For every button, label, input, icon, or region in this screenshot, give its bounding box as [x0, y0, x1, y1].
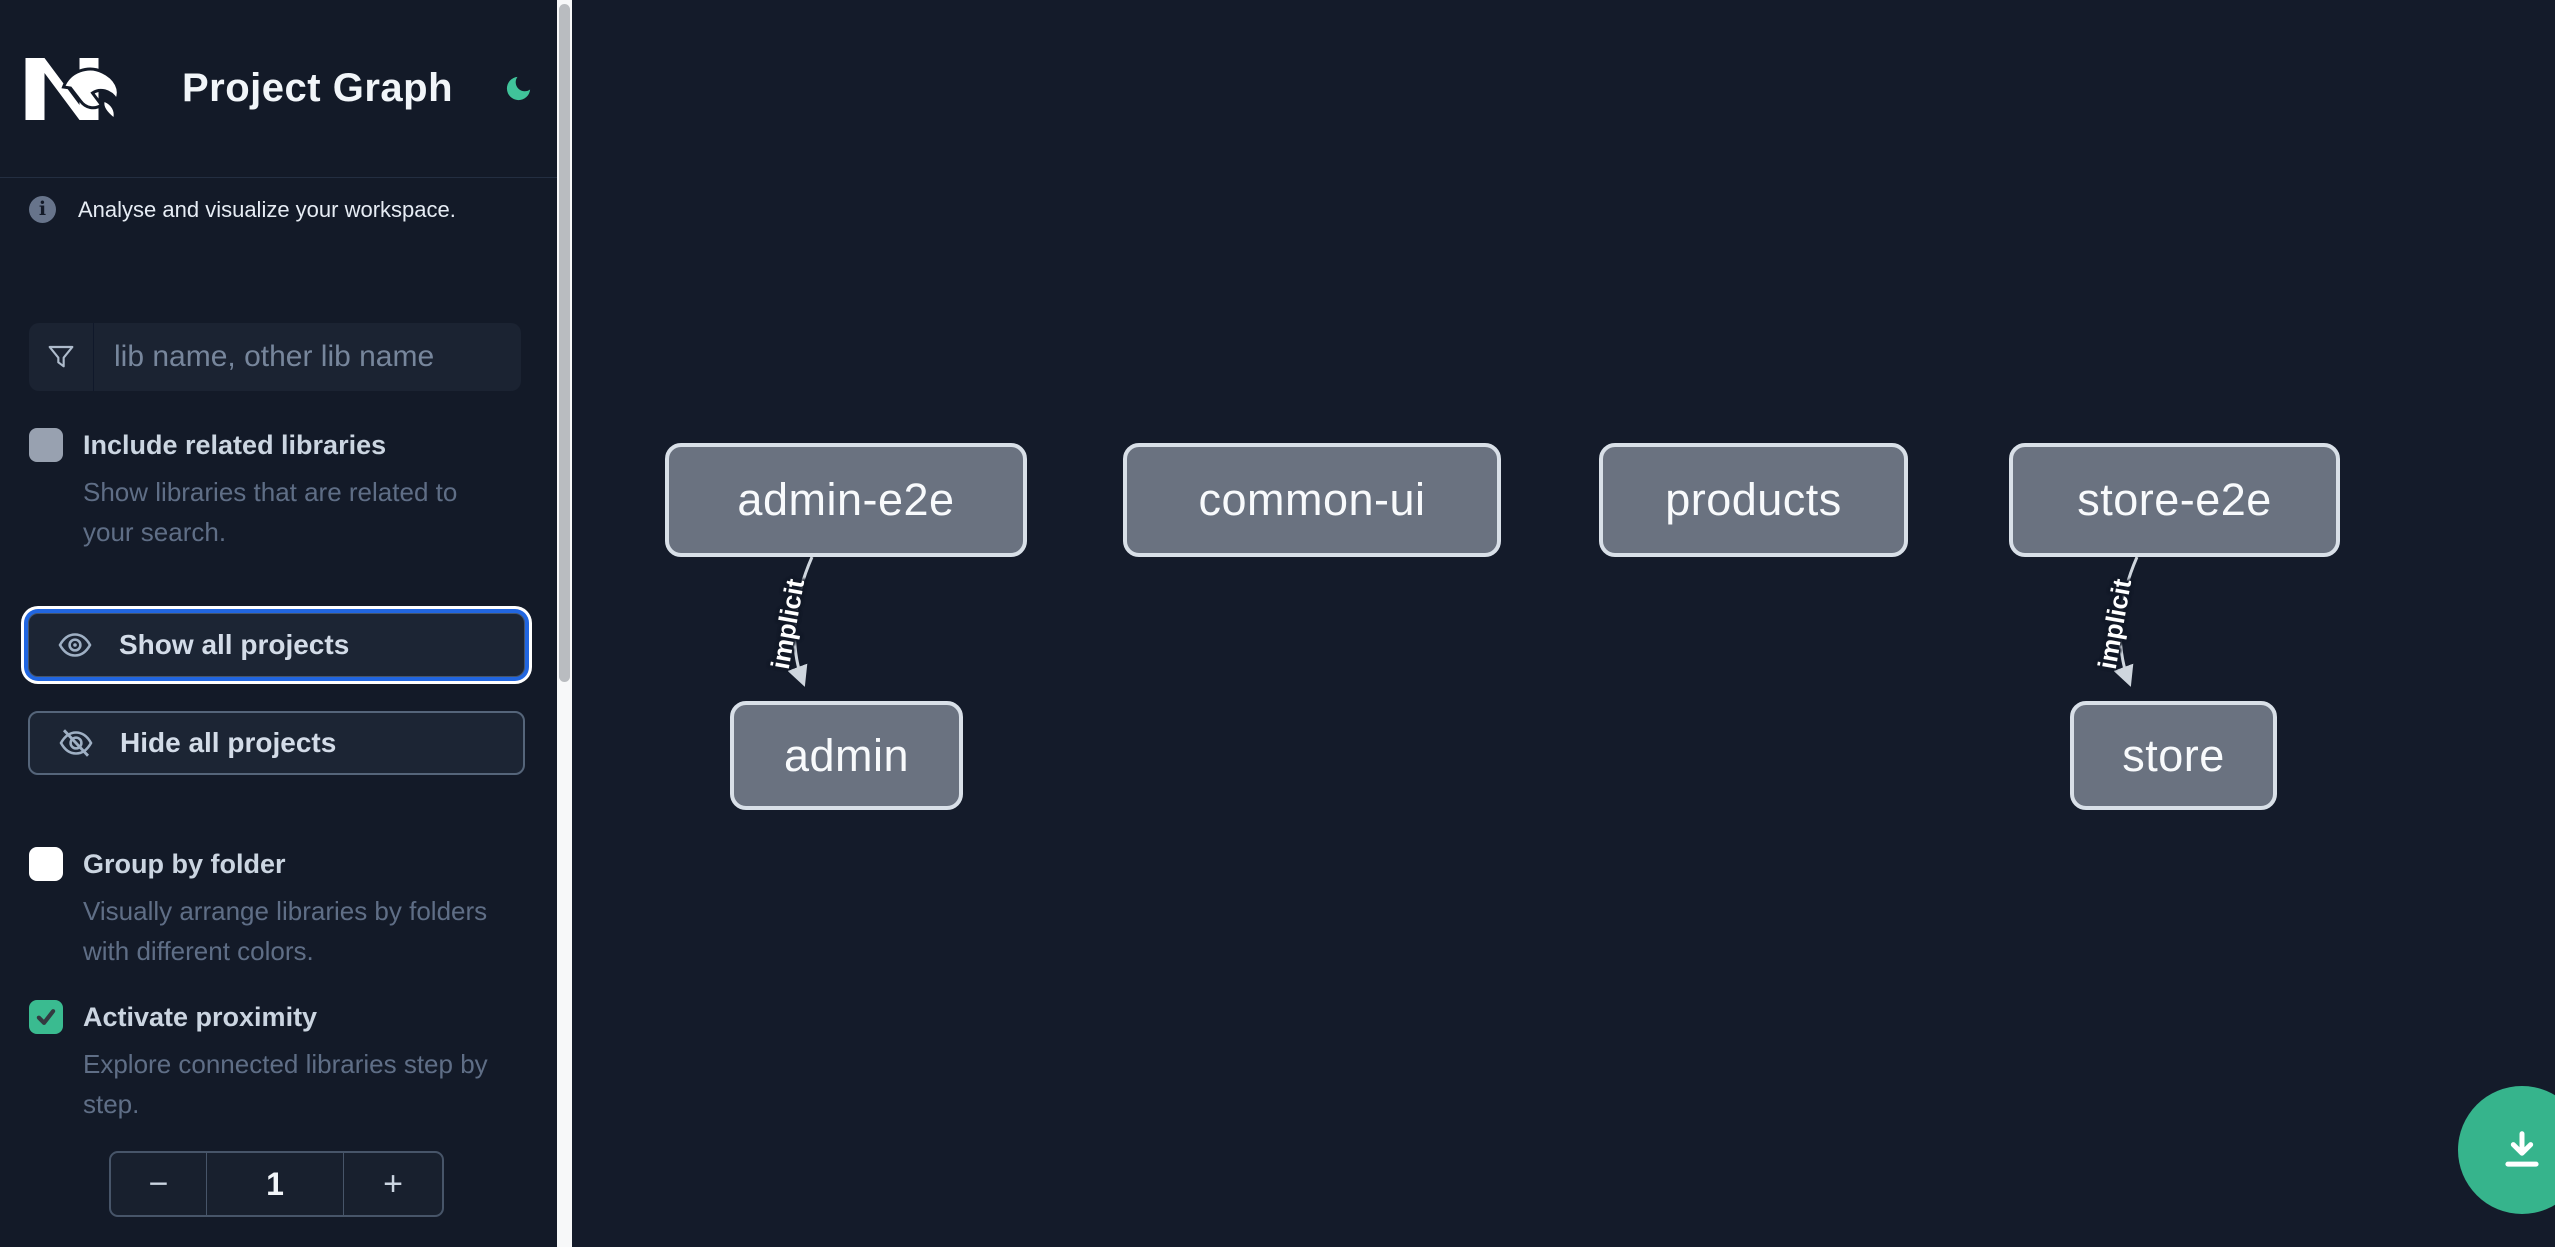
sidebar-scrollbar-thumb[interactable]	[559, 4, 570, 682]
option-include-related-libraries: Include related libraries Show libraries…	[29, 428, 515, 552]
graph-node-store-e2e[interactable]: store-e2e	[2009, 443, 2340, 557]
option-group-by-folder: Group by folder Visually arrange librari…	[29, 847, 515, 971]
graph-node-store[interactable]: store	[2070, 701, 2277, 810]
info-glyph: i	[38, 198, 47, 220]
moon-icon[interactable]	[503, 71, 534, 106]
tagline-text: Analyse and visualize your workspace.	[78, 196, 456, 222]
group-by-folder-description: Visually arrange libraries by folders wi…	[83, 896, 488, 966]
filter-icon	[29, 323, 94, 391]
search-input[interactable]	[94, 323, 521, 391]
include-related-description: Show libraries that are related to your …	[83, 477, 458, 547]
proximity-depth-value: 1	[266, 1165, 284, 1202]
proximity-depth-stepper: − 1 +	[109, 1151, 444, 1217]
group-by-folder-checkbox[interactable]	[29, 847, 63, 881]
increment-button[interactable]: +	[343, 1153, 442, 1215]
edge-admin-e2e-admin	[787, 556, 814, 687]
activate-proximity-description: Explore connected libraries step by step…	[83, 1049, 488, 1119]
sidebar: Project Graph i Analyse and visualize yo…	[0, 0, 557, 1247]
check-icon	[36, 1009, 56, 1025]
graph-node-products[interactable]: products	[1599, 443, 1908, 557]
graph-edges	[787, 556, 2139, 687]
show-all-projects-button[interactable]: Show all projects	[28, 613, 525, 677]
show-all-projects-label: Show all projects	[119, 629, 350, 660]
hide-all-projects-button[interactable]: Hide all projects	[28, 711, 525, 775]
download-graph-button[interactable]	[2458, 1086, 2555, 1214]
graph-node-common-ui[interactable]: common-ui	[1123, 443, 1501, 557]
graph-node-admin-e2e[interactable]: admin-e2e	[665, 443, 1027, 557]
download-icon	[2505, 1131, 2539, 1167]
page-title: Project Graph	[182, 66, 454, 110]
graph-node-admin[interactable]: admin	[730, 701, 963, 810]
hide-all-projects-label: Hide all projects	[120, 727, 337, 758]
decrement-button[interactable]: −	[111, 1153, 207, 1215]
project-graph-canvas[interactable]: implicit implicit admin-e2e common-ui pr…	[572, 0, 2555, 1247]
workspace-tagline: i Analyse and visualize your workspace.	[29, 196, 529, 223]
sidebar-header: Project Graph	[0, 0, 557, 178]
sidebar-scrollbar-track[interactable]	[557, 0, 572, 1247]
nx-logo	[25, 57, 120, 120]
eye-off-icon	[59, 729, 93, 757]
activate-proximity-label[interactable]: Activate proximity	[83, 1001, 318, 1032]
info-icon: i	[29, 196, 56, 223]
activate-proximity-checkbox[interactable]	[29, 1000, 63, 1034]
include-related-checkbox[interactable]	[29, 428, 63, 462]
edge-store-e2e-store	[2113, 556, 2139, 687]
eye-icon	[58, 633, 92, 657]
search-box	[29, 323, 521, 391]
group-by-folder-label[interactable]: Group by folder	[83, 848, 286, 879]
option-activate-proximity: Activate proximity Explore connected lib…	[29, 1000, 515, 1124]
include-related-label[interactable]: Include related libraries	[83, 429, 387, 460]
